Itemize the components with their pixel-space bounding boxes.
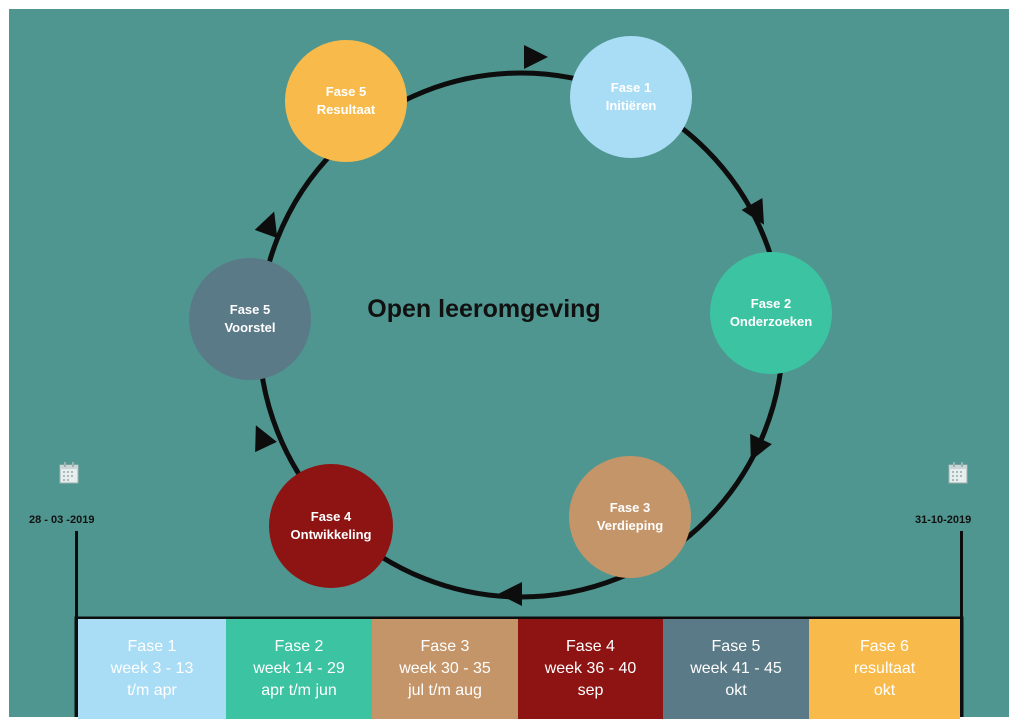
segment-weeks: week 36 - 40: [544, 660, 637, 677]
segment-phase: Fase 1: [127, 638, 177, 655]
timeline-segment-fase5: Fase 5 week 41 - 45 okt: [663, 619, 809, 719]
arrowhead-icon: [254, 211, 278, 239]
segment-weeks: week 30 - 35: [399, 660, 491, 677]
segment-months: apr t/m jun: [261, 682, 337, 699]
diagram-title: Open leeromgeving: [367, 295, 601, 323]
timeline-segment-fase2: Fase 2 week 14 - 29 apr t/m jun: [226, 619, 372, 719]
timeline-segment-fase6: Fase 6 resultaat okt: [809, 619, 960, 719]
phase-node-name: Ontwikkeling: [290, 527, 372, 542]
phase-node-label: Fase 4: [310, 509, 352, 524]
timeline-segment-fase1: Fase 1 week 3 - 13 t/m apr: [78, 619, 226, 719]
segment-phase: Fase 5: [711, 638, 761, 655]
timeline-segment-fase3: Fase 3 week 30 - 35 jul t/m aug: [372, 619, 518, 719]
phase-node-fase1: Fase 1 Initiëren: [570, 36, 692, 158]
phase-node-label: Fase 5: [325, 84, 367, 99]
segment-weeks: week 14 - 29: [253, 660, 345, 677]
segment-weeks: week 41 - 45: [690, 660, 782, 677]
phase-node-fase2: Fase 2 Onderzoeken: [710, 252, 832, 374]
diagram-canvas: Fase 1 Initiëren Fase 2 Onderzoeken Fase…: [9, 9, 1009, 719]
phase-node-fase4: Fase 4 Ontwikkeling: [269, 464, 393, 588]
arrowhead-icon: [741, 198, 764, 225]
phase-node-label: Fase 2: [750, 296, 792, 311]
segment-phase: Fase 4: [566, 638, 615, 655]
arrowhead-icon: [750, 433, 772, 461]
phase-node-label: Fase 5: [229, 302, 271, 317]
phase-node-label: Fase 3: [609, 500, 651, 515]
timeline-segment-fase4: Fase 4 week 36 - 40 sep: [518, 619, 663, 719]
phase-node-name: Verdieping: [596, 518, 664, 533]
segment-phase: Fase 3: [420, 638, 470, 655]
phase-node-name: Resultaat: [316, 102, 376, 117]
calendar-icon: [948, 462, 968, 484]
segment-months: okt: [873, 682, 896, 699]
phase-node-name: Initiëren: [605, 98, 657, 113]
phase-node-fase5-voorstel: Fase 5 Voorstel: [189, 258, 311, 380]
timeline-start-date: 28 - 03 -2019: [29, 514, 95, 526]
segment-months: okt: [725, 682, 747, 699]
segment-weeks: week 3 - 13: [110, 660, 194, 677]
arrowhead-icon: [498, 582, 522, 606]
timeline-frame: [74, 616, 964, 717]
phase-node-fase3: Fase 3 Verdieping: [569, 456, 691, 578]
arrowhead-icon: [255, 425, 277, 453]
phase-node-label: Fase 1: [610, 80, 652, 95]
segment-phase: Fase 6: [860, 638, 909, 655]
phase-node-name: Voorstel: [224, 320, 276, 335]
phase-node-fase5-resultaat: Fase 5 Resultaat: [285, 40, 407, 162]
calendar-icon: [59, 462, 79, 484]
segment-months: sep: [577, 682, 604, 699]
segment-phase: Fase 2: [274, 638, 324, 655]
cycle-graphics: [74, 45, 964, 717]
segment-weeks: resultaat: [853, 660, 916, 677]
timeline-end-date: 31-10-2019: [915, 514, 972, 526]
segment-months: t/m apr: [127, 682, 177, 699]
phase-node-name: Onderzoeken: [729, 314, 813, 329]
segment-months: jul t/m aug: [408, 682, 482, 699]
arrowhead-icon: [524, 45, 548, 69]
